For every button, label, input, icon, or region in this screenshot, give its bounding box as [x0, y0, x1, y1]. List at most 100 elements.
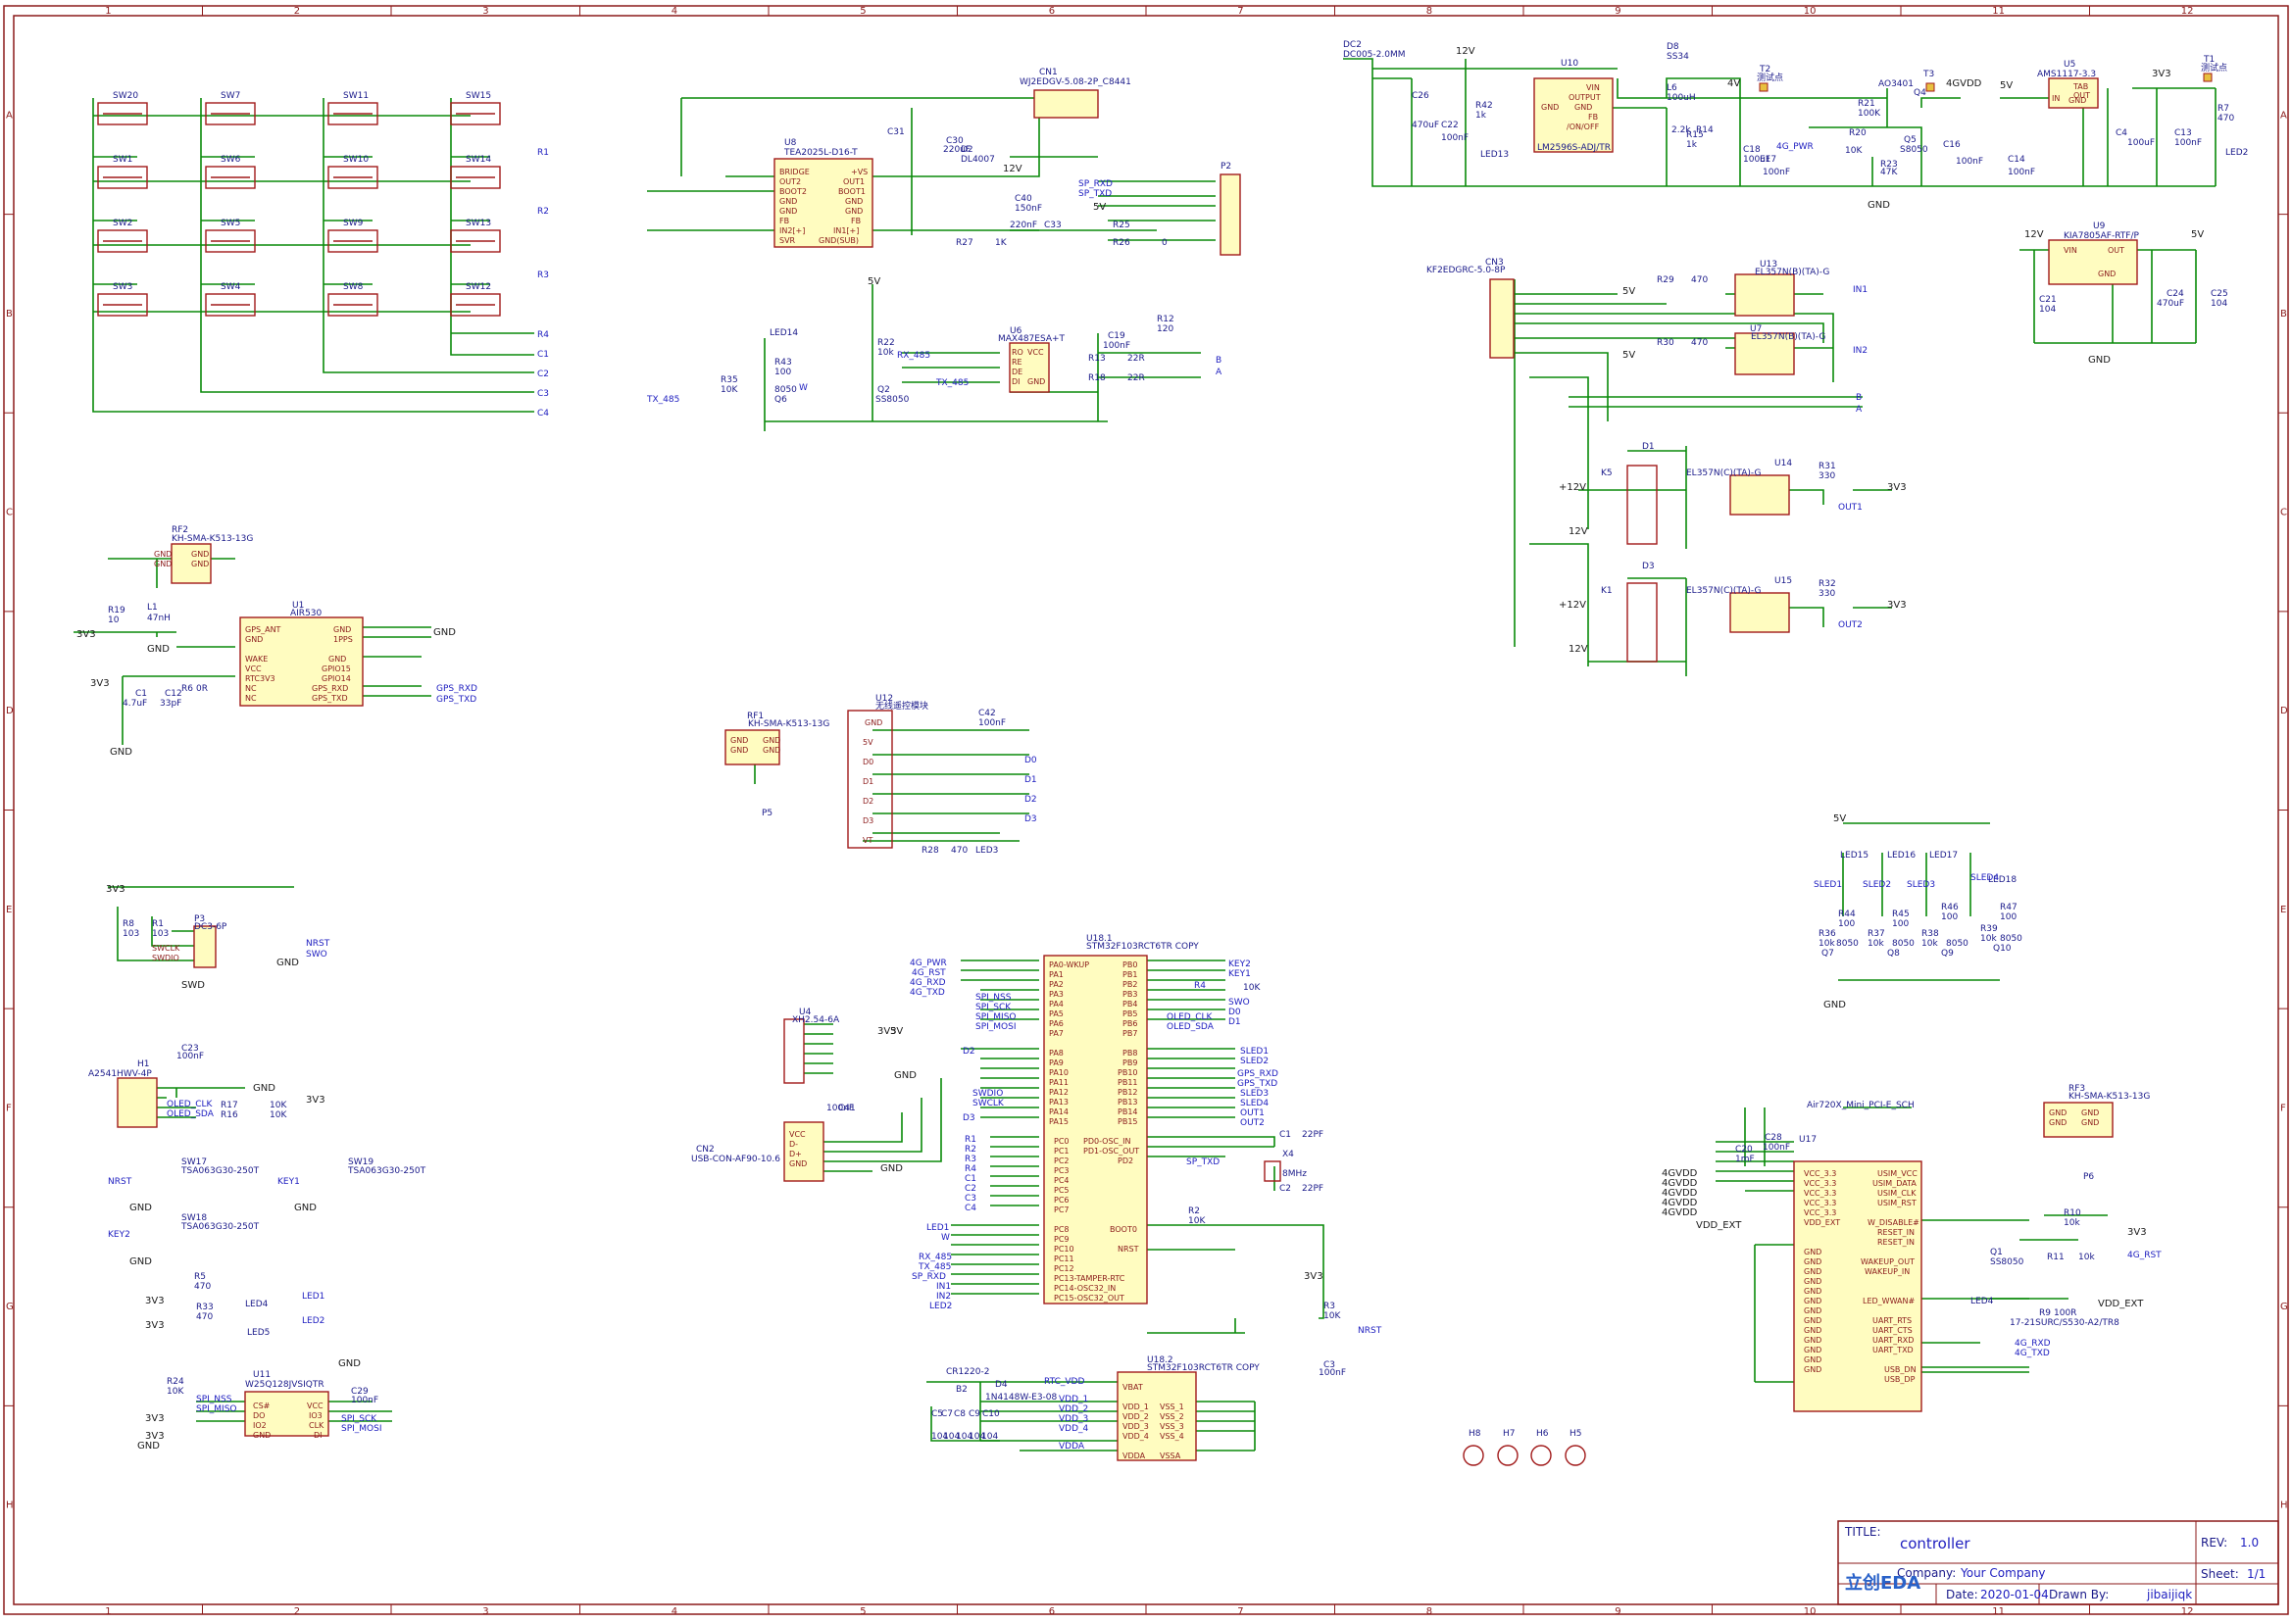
label-gnd: GND	[779, 207, 797, 216]
label-x4: X4	[1282, 1150, 1294, 1159]
zone-column-label: 3	[482, 6, 488, 17]
label-gnd: GND	[154, 560, 172, 568]
label-b2: B2	[956, 1385, 968, 1395]
label-c23v: 100nF	[176, 1052, 204, 1061]
label-sw17p: TSA063G30-250T	[180, 1166, 260, 1176]
label-vdd-ext: VDD_EXT	[2098, 1299, 2144, 1309]
label-k5: K5	[1601, 468, 1613, 478]
keypad-switch	[97, 229, 148, 253]
label-r4v: 10K	[270, 1110, 287, 1120]
label-rf2p: KH-SMA-K513-13G	[172, 534, 253, 544]
date-label: Date:	[1946, 1588, 1978, 1601]
label-out1: OUT1	[843, 177, 865, 186]
label-sled1n: SLED1	[1240, 1047, 1269, 1057]
label-l6: L6	[1667, 83, 1677, 93]
label-led13: LED13	[1480, 150, 1509, 160]
label-c42v: 100nF	[978, 718, 1006, 728]
label-spi-sck: SPI_SCK	[975, 1003, 1012, 1012]
u17-4g-module	[1793, 1160, 1922, 1412]
label-vdd3: VDD_3	[1059, 1414, 1088, 1424]
label-oled-sda: OLED_SDA	[1167, 1022, 1215, 1032]
label-gnd: GND	[1574, 103, 1592, 112]
label-r1r: R1	[152, 919, 164, 929]
label-gnd: GND	[763, 736, 780, 745]
label-c26v: 470uF	[1412, 121, 1439, 130]
label-u5p: AMS1117-3.3	[2037, 70, 2096, 79]
label-nrst: NRST	[108, 1177, 132, 1187]
label-p8050: 8050	[1836, 939, 1859, 949]
label-a-net: A	[1216, 368, 1222, 377]
label-v5: 5V	[863, 738, 873, 747]
label-r27: R27	[956, 238, 973, 248]
label-gnd: GND	[763, 746, 780, 755]
label-b-net: B	[1856, 393, 1862, 403]
zone-column-label: 10	[1804, 6, 1817, 17]
label-gnd: GND	[1804, 1316, 1821, 1325]
label-io3: IO3	[309, 1411, 323, 1420]
label-q7: Q7	[1821, 949, 1834, 959]
label-tab: TAB	[2072, 82, 2088, 91]
label-d1n: D1	[863, 777, 873, 786]
label-do: DO	[253, 1411, 265, 1420]
label-pc7: PC7	[1054, 1206, 1070, 1214]
label-c7: C7	[941, 1409, 953, 1419]
label-a-net: A	[1856, 405, 1863, 415]
label-cn2: CN2	[696, 1145, 715, 1155]
t2-testpoint	[1759, 82, 1769, 92]
label-r38: R38	[1921, 929, 1939, 939]
label-c14: C14	[2008, 155, 2025, 165]
label-r2: R2	[537, 207, 549, 217]
label-gps-rxd: GPS_RXD	[436, 684, 477, 694]
label-d2: D2	[961, 145, 973, 155]
u11-flash	[244, 1391, 329, 1437]
label-sled1: SLED1	[1814, 880, 1842, 890]
zone-column-label: 5	[860, 1606, 866, 1617]
label-vdd4: VDD_4	[1122, 1432, 1149, 1441]
label-r26v: 0	[1162, 238, 1168, 248]
label-led-wwan: LED_WWAN#	[1863, 1297, 1916, 1305]
label-r35: R35	[721, 375, 738, 385]
switch-ref: SW6	[221, 155, 241, 165]
label-v10k: 10k	[1868, 939, 1884, 949]
label-u10: U10	[1561, 59, 1578, 69]
label-vss1: VSS_1	[1160, 1403, 1184, 1411]
label-vbat: VBAT	[1122, 1383, 1143, 1392]
label-u14: U14	[1774, 459, 1792, 468]
switch-ref: SW1	[113, 155, 132, 165]
label-nrst: NRST	[1118, 1245, 1139, 1254]
label-v12p: +12V	[1559, 482, 1586, 493]
label-r20v: 10K	[1845, 146, 1863, 156]
label-c19v: 100nF	[1103, 341, 1130, 351]
label-c22pf: 22PF	[1302, 1130, 1323, 1140]
label-r16: R16	[221, 1110, 238, 1120]
label-q9: Q9	[1941, 949, 1954, 959]
label-r32v: 330	[1819, 589, 1835, 599]
zone-row-label: G	[2280, 1302, 2288, 1312]
label-nrst: NRST	[306, 939, 330, 949]
keypad-switch	[450, 229, 501, 253]
label-vss4: VSS_4	[1160, 1432, 1184, 1441]
keypad-switch	[450, 293, 501, 317]
zone-column-label: 9	[1615, 6, 1620, 17]
rf1-connector	[724, 729, 780, 765]
label-gnd: GND	[110, 747, 132, 758]
label-k1: K1	[1601, 586, 1613, 596]
label-gnd: GND	[129, 1203, 152, 1213]
k5-relay	[1626, 465, 1658, 545]
label-v12: 12V	[2024, 229, 2044, 240]
label-u4: U4	[799, 1008, 812, 1017]
label-c30v: 220uF	[943, 145, 971, 155]
label-c18b: 100nF	[1763, 168, 1790, 177]
label-bridge: BRIDGE	[779, 168, 810, 176]
h8-mount-hole	[1463, 1445, 1484, 1466]
label-gnd: GND	[433, 627, 456, 638]
p2-header	[1220, 173, 1241, 256]
label-cs: CS#	[253, 1402, 271, 1410]
label-r2v: 10K	[1188, 1216, 1206, 1226]
label-w-disable: W_DISABLE#	[1868, 1218, 1919, 1227]
label-pb11: PB11	[1118, 1078, 1138, 1087]
zone-row-label: B	[2280, 309, 2287, 320]
label-gnd: GND	[2068, 96, 2086, 105]
label-swdio: SWDIO	[152, 954, 179, 962]
label-cn3p: KF2EDGRC-5.0-8P	[1426, 266, 1506, 275]
